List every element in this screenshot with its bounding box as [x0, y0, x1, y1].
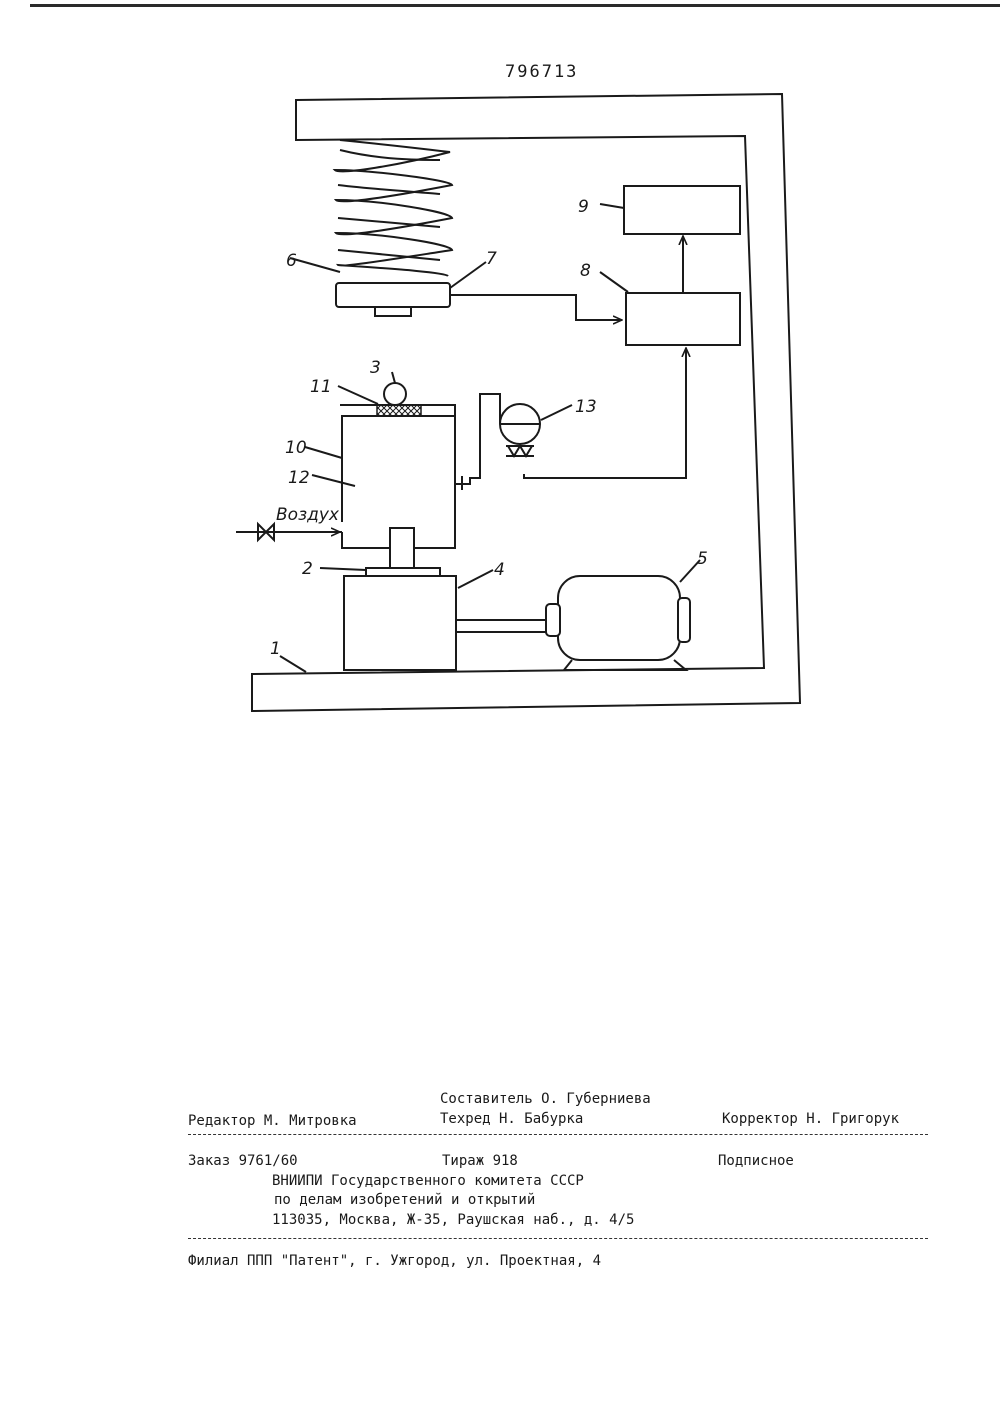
circulation: Тираж 918 [442, 1152, 518, 1170]
label-9: 9 [578, 197, 589, 217]
label-7: 7 [486, 249, 497, 269]
label-10: 10 [285, 438, 307, 458]
corrector: Корректор Н. Григорук [722, 1110, 899, 1128]
label-8: 8 [580, 261, 591, 281]
membrane-11 [377, 405, 421, 416]
chamber-10 [340, 405, 455, 548]
footer-divider-2 [188, 1238, 928, 1239]
block-8 [626, 293, 740, 345]
patent-figure: 9 8 6 7 3 11 13 10 12 Воздух 2 4 5 1 [0, 0, 1000, 760]
block-9 [624, 186, 740, 234]
motor-5 [558, 576, 680, 660]
org-line-1: ВНИИПИ Государственного комитета СССР [272, 1172, 584, 1190]
table-2 [366, 568, 440, 576]
label-4: 4 [494, 560, 505, 580]
label-air: Воздух [276, 505, 340, 525]
org-line-3: 113035, Москва, Ж-35, Раушская наб., д. … [272, 1211, 634, 1229]
label-11: 11 [310, 377, 332, 397]
techred: Техред Н. Бабурка [440, 1110, 583, 1128]
org-line-2: по делам изобретений и открытий [274, 1191, 535, 1209]
label-3: 3 [370, 358, 381, 378]
compiler: Составитель О. Губерниева [440, 1090, 651, 1108]
label-6: 6 [286, 251, 297, 271]
sensor-7 [336, 283, 450, 307]
editor: Редактор М. Митровка [188, 1112, 357, 1130]
order: Заказ 9761/60 [188, 1152, 298, 1170]
footer-divider [188, 1134, 928, 1135]
label-2: 2 [302, 559, 313, 579]
subscription: Подписное [718, 1152, 794, 1170]
branch: Филиал ППП "Патент", г. Ужгород, ул. Про… [188, 1252, 601, 1270]
drive-4 [344, 576, 456, 670]
label-13: 13 [575, 397, 597, 417]
ball-3 [384, 383, 406, 405]
label-5: 5 [697, 549, 708, 569]
label-1: 1 [270, 639, 281, 659]
label-12: 12 [288, 468, 310, 488]
